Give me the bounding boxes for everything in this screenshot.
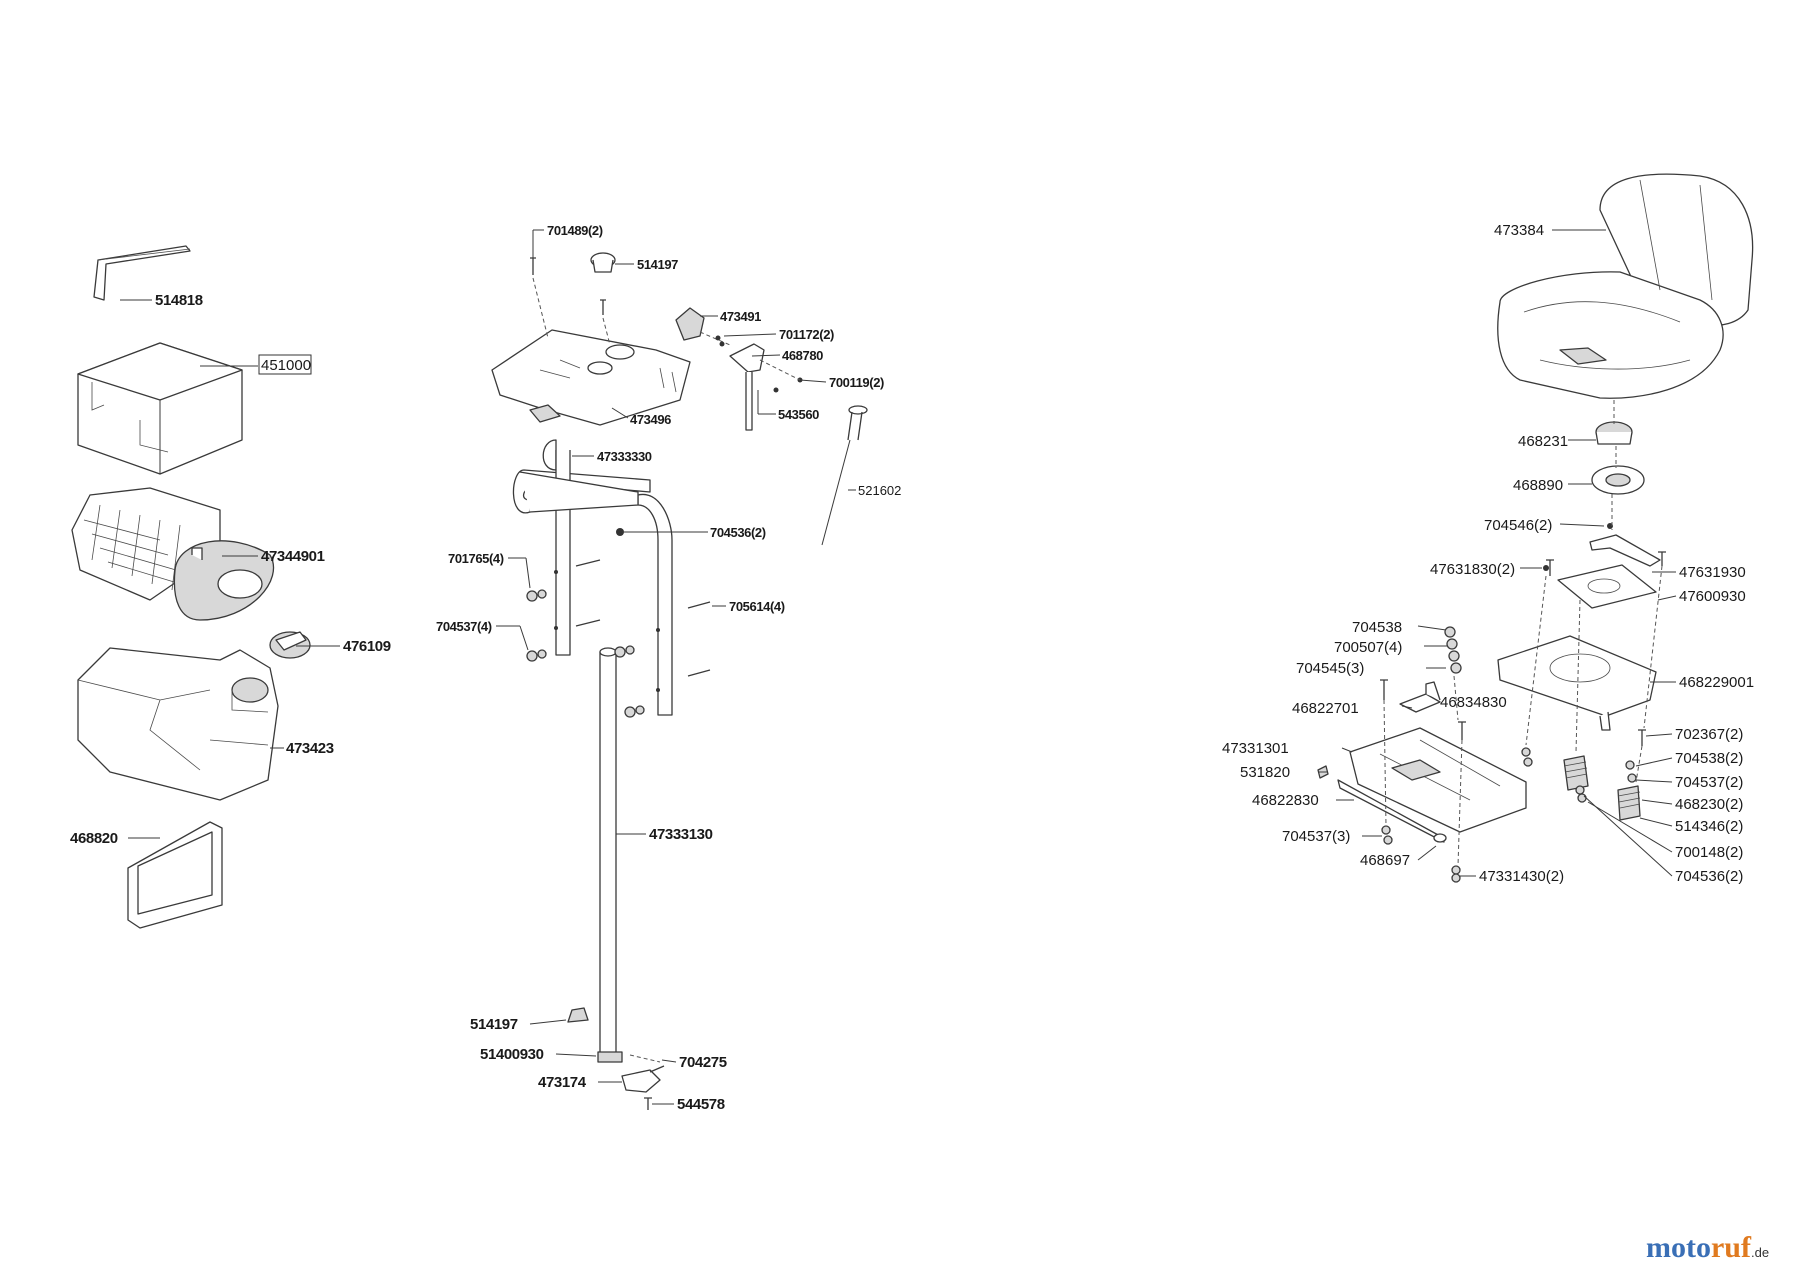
- label-701489-2: 701489(2): [547, 223, 603, 238]
- label-468697: 468697: [1360, 852, 1410, 869]
- seat-knob-part: [1595, 421, 1633, 445]
- label-46822830: 46822830: [1252, 792, 1319, 809]
- watermark-part1: moto: [1646, 1231, 1711, 1264]
- console-plate-part: [491, 329, 691, 426]
- label-473496: 473496: [630, 412, 671, 427]
- label-47331430-2: 47331430(2): [1479, 868, 1564, 885]
- label-47333330: 47333330: [597, 449, 652, 464]
- dipstick-part: [821, 405, 868, 546]
- label-46822701: 46822701: [1292, 700, 1359, 717]
- label-544578: 544578: [677, 1096, 725, 1113]
- watermark-suffix: .de: [1751, 1245, 1769, 1260]
- bottom-screw-part: [644, 1097, 652, 1110]
- lever-bracket-part: [715, 335, 803, 431]
- label-468780: 468780: [782, 348, 823, 363]
- seat-hinge-rod: [1337, 779, 1447, 843]
- label-47344901: 47344901: [261, 548, 325, 565]
- label-451000: 451000: [261, 357, 311, 374]
- bottom-coupling-part: [597, 1051, 661, 1063]
- label-704546-2: 704546(2): [1484, 517, 1552, 534]
- handle-bar-part: [512, 439, 673, 716]
- label-468890: 468890: [1513, 477, 1563, 494]
- label-514197-top: 514197: [637, 257, 678, 272]
- label-476109: 476109: [343, 638, 391, 655]
- label-514818: 514818: [155, 292, 203, 309]
- label-468820: 468820: [70, 830, 118, 847]
- label-702367-2: 702367(2): [1675, 726, 1743, 743]
- label-701765-4: 701765(4): [448, 551, 504, 566]
- seat-washer-part: [1591, 465, 1645, 495]
- label-704275: 704275: [679, 1054, 727, 1071]
- label-468229001: 468229001: [1679, 674, 1754, 691]
- seat-frame-part: [1349, 727, 1527, 833]
- seat-base-plate-part: [1497, 635, 1657, 731]
- fuel-tank-part: [77, 647, 279, 801]
- label-704537-4: 704537(4): [436, 619, 492, 634]
- label-473423: 473423: [286, 740, 334, 757]
- battery-tray-part: [71, 487, 275, 621]
- label-543560: 543560: [778, 407, 819, 422]
- label-704538-2: 704538(2): [1675, 750, 1743, 767]
- label-468230-2: 468230(2): [1675, 796, 1743, 813]
- cap-top-part: [590, 252, 616, 273]
- label-705614-4: 705614(4): [729, 599, 785, 614]
- screw-top-2: [600, 299, 611, 346]
- label-704545-3: 704545(3): [1296, 660, 1364, 677]
- label-46834830: 46834830: [1440, 694, 1507, 711]
- bottom-bracket-part: [621, 1065, 665, 1093]
- label-451000-box: [258, 354, 312, 375]
- seat-hardware: [1317, 523, 1666, 883]
- label-473174: 473174: [538, 1074, 587, 1091]
- seat-rail-part: [1557, 534, 1661, 609]
- label-468231: 468231: [1518, 433, 1568, 450]
- knob-part: [675, 307, 731, 346]
- svg-text:motoruf.de: motoruf.de: [1646, 1231, 1769, 1264]
- label-521602: 521602: [858, 483, 901, 498]
- part-labels: 514818 451000 47344901 476109 473423 468…: [70, 222, 1754, 1113]
- seat-part: [1497, 173, 1754, 399]
- label-704537-3: 704537(3): [1282, 828, 1350, 845]
- label-701172-2: 701172(2): [779, 327, 834, 342]
- label-47631930: 47631930: [1679, 564, 1746, 581]
- label-473384: 473384: [1494, 222, 1544, 239]
- seat-springs: [1563, 755, 1641, 821]
- label-704536-2-right: 704536(2): [1675, 868, 1743, 885]
- label-531820: 531820: [1240, 764, 1290, 781]
- seat-small-bracket: [1399, 681, 1441, 713]
- label-700507-4: 700507(4): [1334, 639, 1402, 656]
- label-700148-2: 700148(2): [1675, 844, 1743, 861]
- battery-part: [77, 342, 243, 475]
- label-47333130: 47333130: [649, 826, 713, 843]
- label-700119-2: 700119(2): [829, 375, 884, 390]
- seat-dashed-axes: [1383, 400, 1663, 867]
- label-704537-2: 704537(2): [1675, 774, 1743, 791]
- label-47600930: 47600930: [1679, 588, 1746, 605]
- screw-top-1: [530, 257, 549, 339]
- label-514346-2: 514346(2): [1675, 818, 1743, 835]
- label-47631830-2: 47631830(2): [1430, 561, 1515, 578]
- bolts-mid: [526, 528, 711, 718]
- gasket-part: [127, 821, 223, 929]
- label-514197-bot: 514197: [470, 1016, 518, 1033]
- bottom-cap-part: [567, 1007, 589, 1023]
- label-473491: 473491: [720, 309, 761, 324]
- leader-lines: [120, 229, 1677, 1105]
- shaft-part: [599, 647, 617, 1056]
- label-51400930: 51400930: [480, 1046, 544, 1063]
- fuel-cap-part: [269, 631, 311, 659]
- battery-strap-part: [93, 245, 191, 301]
- label-704538: 704538: [1352, 619, 1402, 636]
- label-47331301: 47331301: [1222, 740, 1289, 757]
- label-704536-2-mid: 704536(2): [710, 525, 766, 540]
- watermark-part2: ruf: [1711, 1231, 1752, 1264]
- watermark-logo: motoruf.de: [1646, 1231, 1769, 1264]
